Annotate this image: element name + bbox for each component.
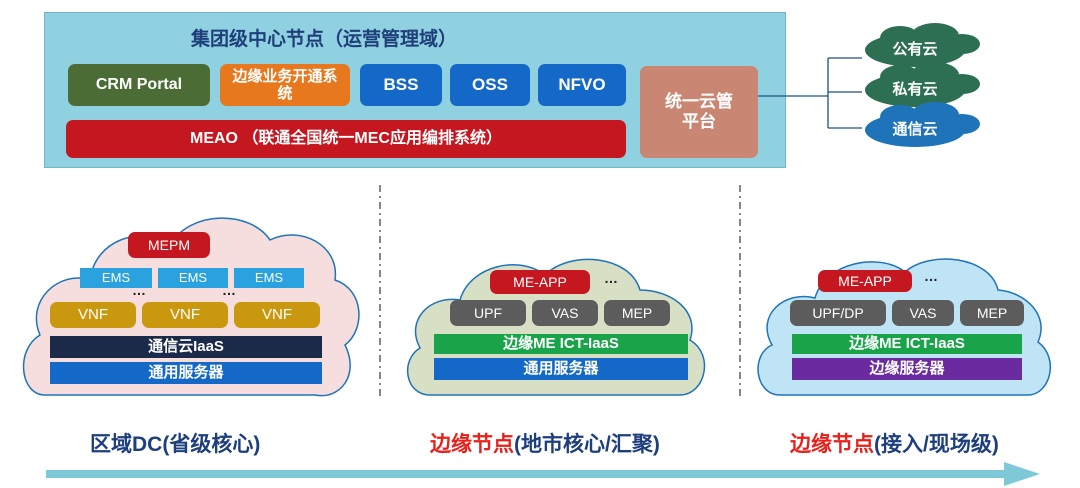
edge-node-label: 边缘节点	[430, 433, 514, 456]
unified-cloud-management-box: 统一云管平台	[640, 66, 758, 158]
general-server-bar: 通用服务器	[50, 362, 322, 384]
mep-box: MEP	[960, 300, 1024, 326]
ellipsis: …	[222, 282, 236, 298]
vas-box: VAS	[892, 300, 954, 326]
me-app-box: ME-APP	[490, 270, 590, 294]
general-server-bar: 通用服务器	[434, 358, 688, 380]
edge-city-label: 边缘节点(地市核心/汇聚)	[430, 428, 660, 458]
central-node-title: 集团级中心节点（运营管理域）	[190, 29, 457, 50]
private-cloud-icon	[865, 62, 980, 107]
nfvo-box: NFVO	[538, 64, 626, 106]
edge-node-scope: (地市核心/汇聚)	[514, 433, 660, 456]
me-app-box: ME-APP	[818, 270, 912, 292]
meao-box: MEAO （联通全国统一MEC应用编排系统）	[66, 120, 626, 158]
upf-dp-box: UPF/DP	[790, 300, 886, 326]
vnf-box: VNF	[234, 302, 320, 328]
edge-ict-iaas-bar: 边缘ME ICT-IaaS	[792, 334, 1022, 354]
ems-box: EMS	[158, 268, 228, 288]
vnf-box: VNF	[142, 302, 228, 328]
ellipsis: …	[604, 270, 618, 286]
oss-box: OSS	[450, 64, 530, 106]
vas-box: VAS	[532, 300, 598, 326]
ems-box: EMS	[80, 268, 152, 288]
private-cloud-label: 私有云	[892, 81, 938, 99]
edge-site-label: 边缘节点(接入/现场级)	[790, 428, 999, 458]
upf-box: UPF	[450, 300, 526, 326]
bottom-arrow	[46, 462, 1040, 486]
edge-business-system-box: 边缘业务开通系统	[220, 64, 350, 106]
crm-portal-box: CRM Portal	[68, 64, 210, 106]
telecom-iaas-bar: 通信云IaaS	[50, 336, 322, 358]
ellipsis: …	[924, 268, 938, 284]
edge-ict-iaas-bar: 边缘ME ICT-IaaS	[434, 334, 688, 354]
mepm-box: MEPM	[128, 232, 210, 258]
mep-box: MEP	[604, 300, 670, 326]
edge-node-label: 边缘节点	[790, 433, 874, 456]
edge-node-scope: (接入/现场级)	[874, 433, 999, 456]
regional-dc-label: 区域DC(省级核心)	[90, 433, 261, 456]
edge-server-bar: 边缘服务器	[792, 358, 1022, 380]
telecom-cloud-icon	[865, 102, 980, 147]
ems-box: EMS	[234, 268, 304, 288]
ellipsis: …	[132, 282, 146, 298]
bss-box: BSS	[360, 64, 442, 106]
public-cloud-icon	[865, 23, 980, 67]
telecom-cloud-label: 通信云	[892, 121, 938, 139]
public-cloud-label: 公有云	[892, 41, 938, 59]
vnf-box: VNF	[50, 302, 136, 328]
